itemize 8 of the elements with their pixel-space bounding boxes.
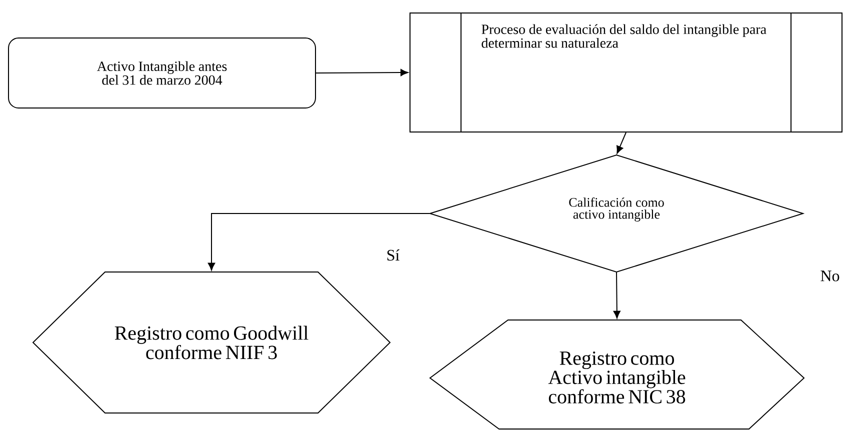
arrow: [316, 69, 408, 76]
rounded-box: Activo Intangible antes del 31 de marzo 2004: [8, 38, 316, 108]
label: No: [820, 270, 840, 282]
process-box: Proceso de evaluación del saldo del intangible para determinar su naturaleza: [410, 12, 842, 132]
arrow: [616, 132, 626, 154]
arrow: [613, 272, 620, 319]
arrow: [208, 213, 430, 271]
edge-label: Sí: [385, 248, 401, 262]
